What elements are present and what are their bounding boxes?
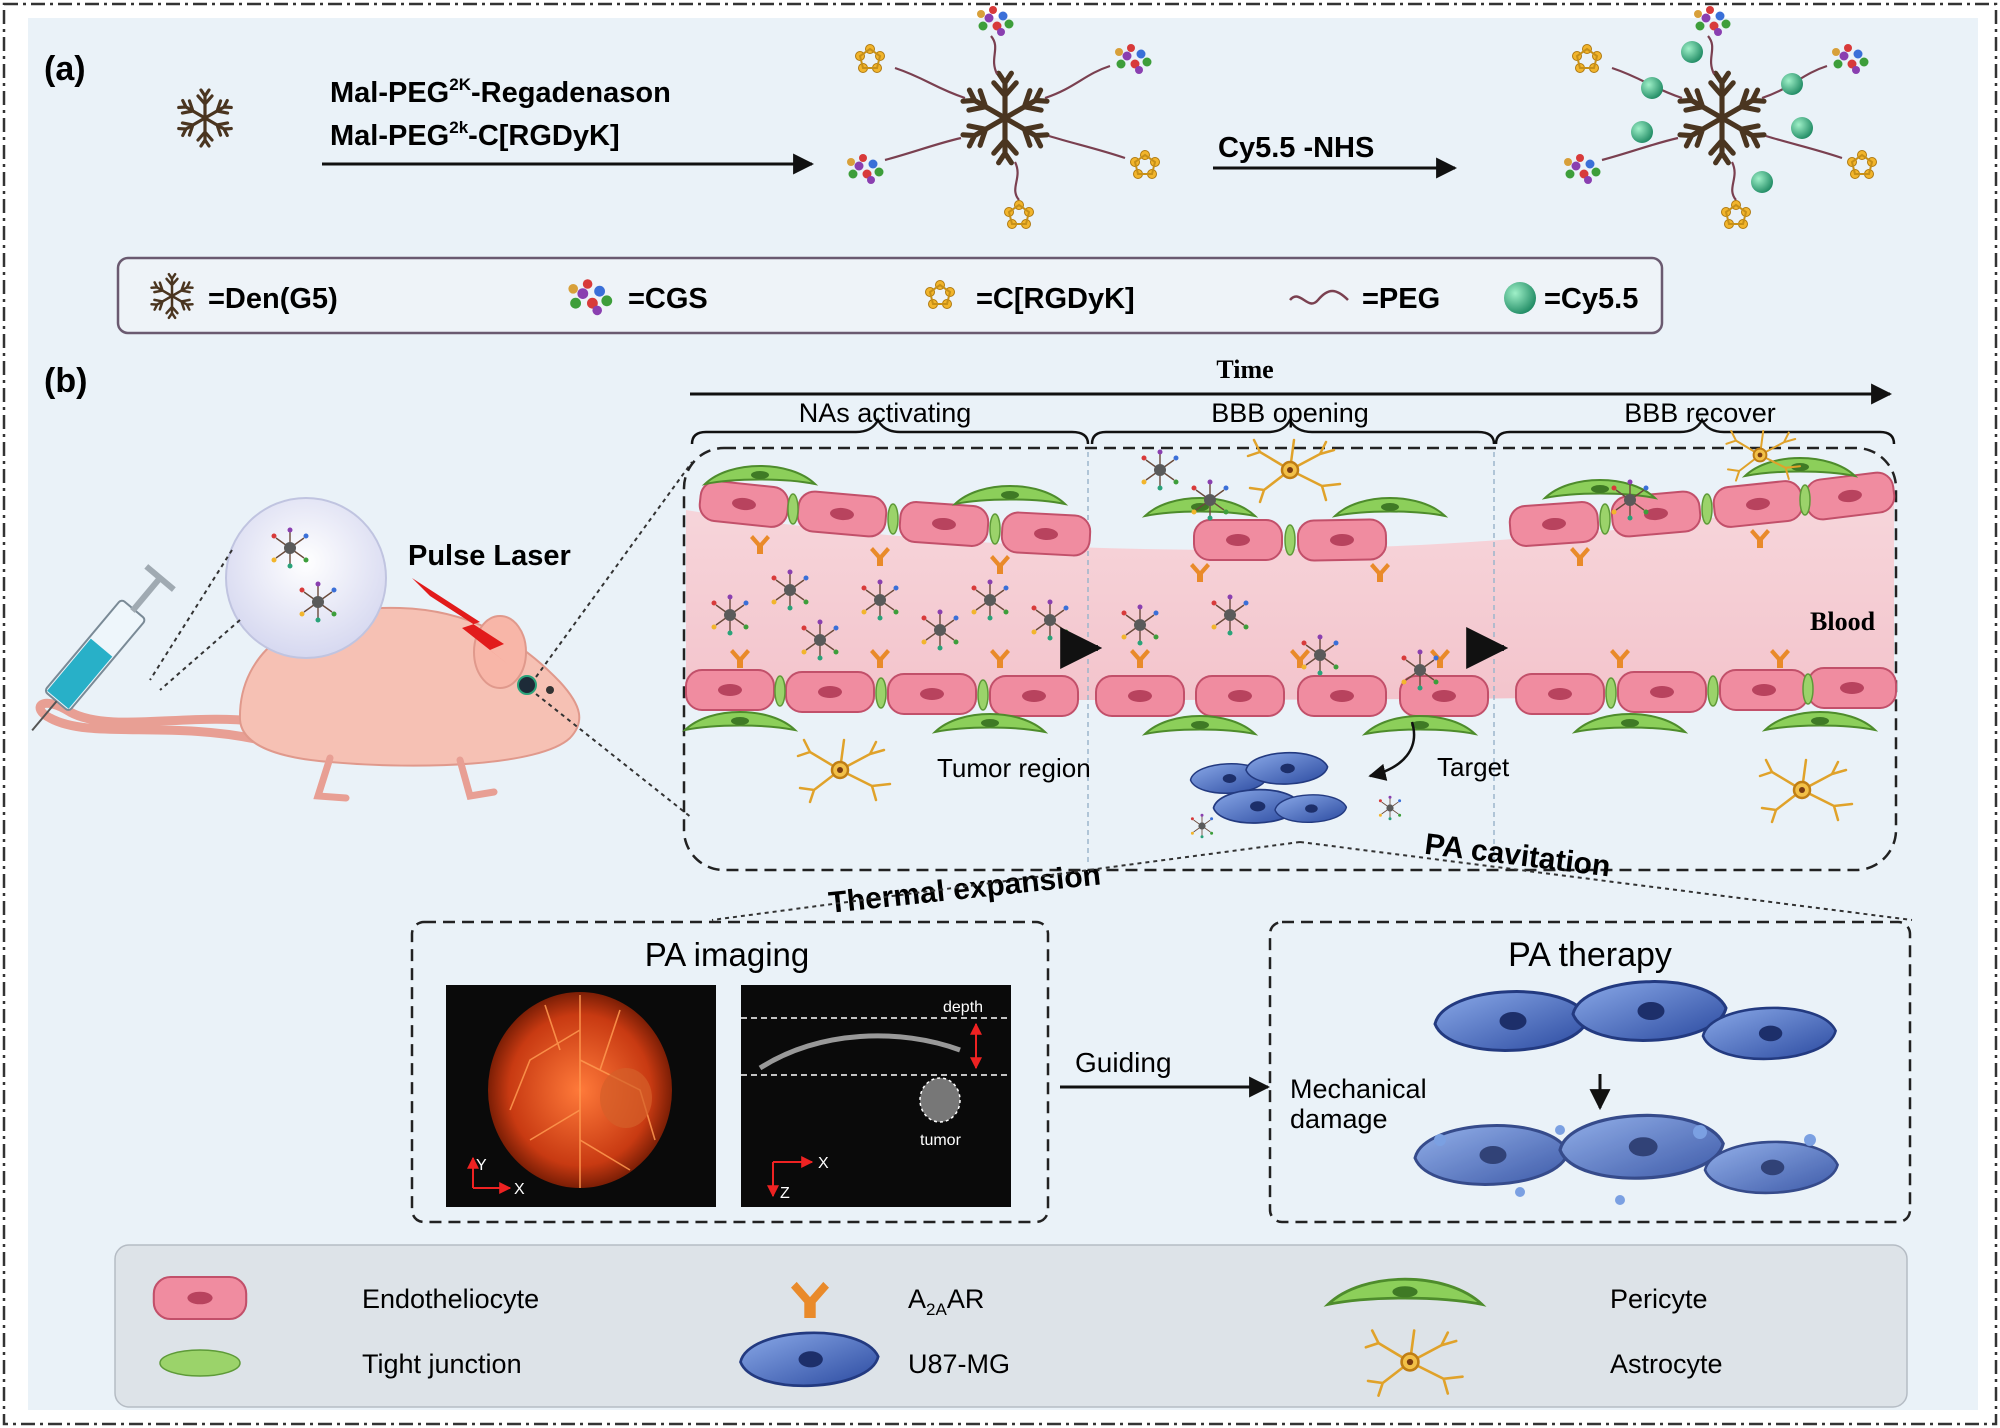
time-label: Time: [1216, 355, 1273, 384]
legend-cy55: =Cy5.5: [1544, 283, 1638, 315]
pa-image-xz: [741, 985, 1011, 1207]
legend-cgs: =CGS: [628, 283, 708, 315]
depth-label: depth: [943, 999, 983, 1016]
pulse-laser-label: Pulse Laser: [408, 540, 571, 572]
legend-tight-junction: Tight junction: [362, 1349, 522, 1379]
mouse-eye: [546, 686, 554, 694]
pa-imaging-box: [410, 920, 1050, 1224]
tight-junction-icon: [159, 1349, 241, 1377]
cy55-icon: [1504, 282, 1536, 314]
endotheliocyte-icon: [152, 1275, 248, 1321]
target-arrow: [1368, 721, 1416, 781]
legend-peg: =PEG: [1362, 283, 1440, 315]
legend-astrocyte: Astrocyte: [1610, 1349, 1723, 1379]
reagent-cy55: Cy5.5 -NHS: [1218, 132, 1374, 164]
axis-z-label: Z: [780, 1185, 790, 1202]
phase-braces: [690, 417, 1896, 445]
panel-a: (a) Mal-PEG2K-Regadenason Mal-PEG2k-C[RG…: [44, 6, 1878, 335]
peg-icon: [1289, 289, 1349, 305]
blood-label: Blood: [1810, 607, 1876, 636]
legend-b-box: [114, 1244, 1908, 1408]
phase-opening: BBB opening: [1211, 398, 1369, 428]
phase-recover: BBB recover: [1624, 398, 1776, 428]
axis-x-label: X: [514, 1181, 525, 1198]
bbb-zoom-box: [682, 446, 1898, 872]
nano-bubble: [225, 497, 387, 659]
reagent-regadenason: Mal-PEG2K-Regadenason: [330, 75, 671, 109]
conjugate-final: [1564, 6, 1878, 230]
target-label: Target: [1437, 752, 1510, 782]
pa-therapy-box: [1268, 920, 1912, 1224]
phase-activating: NAs activating: [799, 398, 972, 428]
mechanical-label: Mechanical: [1290, 1074, 1427, 1104]
axis-y-label: Y: [476, 1157, 487, 1174]
mouse-tail: [35, 698, 267, 745]
tumor-region-label: Tumor region: [937, 753, 1091, 783]
panel-a-label: (a): [44, 50, 86, 88]
legend-pericyte: Pericyte: [1610, 1284, 1708, 1314]
legend-endotheliocyte: Endotheliocyte: [362, 1284, 539, 1314]
axis-x2-label: X: [818, 1155, 829, 1172]
mouse-ear: [473, 615, 527, 689]
panel-b: (b) Time NAs activating BBB opening BBB …: [31, 355, 1913, 1408]
damaged-tumor-cells: [1413, 1113, 1839, 1205]
tumor-label: tumor: [920, 1132, 962, 1149]
legend-a2aar: A2AAR: [908, 1284, 984, 1319]
pa-therapy-title: PA therapy: [1508, 936, 1672, 974]
damage-label: damage: [1290, 1104, 1388, 1134]
laser-spot: [517, 675, 537, 695]
mouse-injection-scene: Pulse Laser: [31, 461, 693, 819]
legend-den: =Den(G5): [208, 283, 338, 315]
syringe: [31, 564, 176, 732]
conjugate-intermediate: [847, 6, 1161, 230]
legend-a-box: [116, 256, 1664, 335]
legend-u87: U87-MG: [908, 1349, 1010, 1379]
guiding-label: Guiding: [1075, 1047, 1172, 1078]
legend-rgd: =C[RGDyK]: [976, 283, 1135, 315]
pa-imaging-title: PA imaging: [645, 936, 809, 973]
panel-b-label: (b): [44, 362, 87, 400]
reagent-rgdyk: Mal-PEG2k-C[RGDyK]: [330, 118, 620, 152]
laser-bolt-icon: [412, 578, 528, 680]
